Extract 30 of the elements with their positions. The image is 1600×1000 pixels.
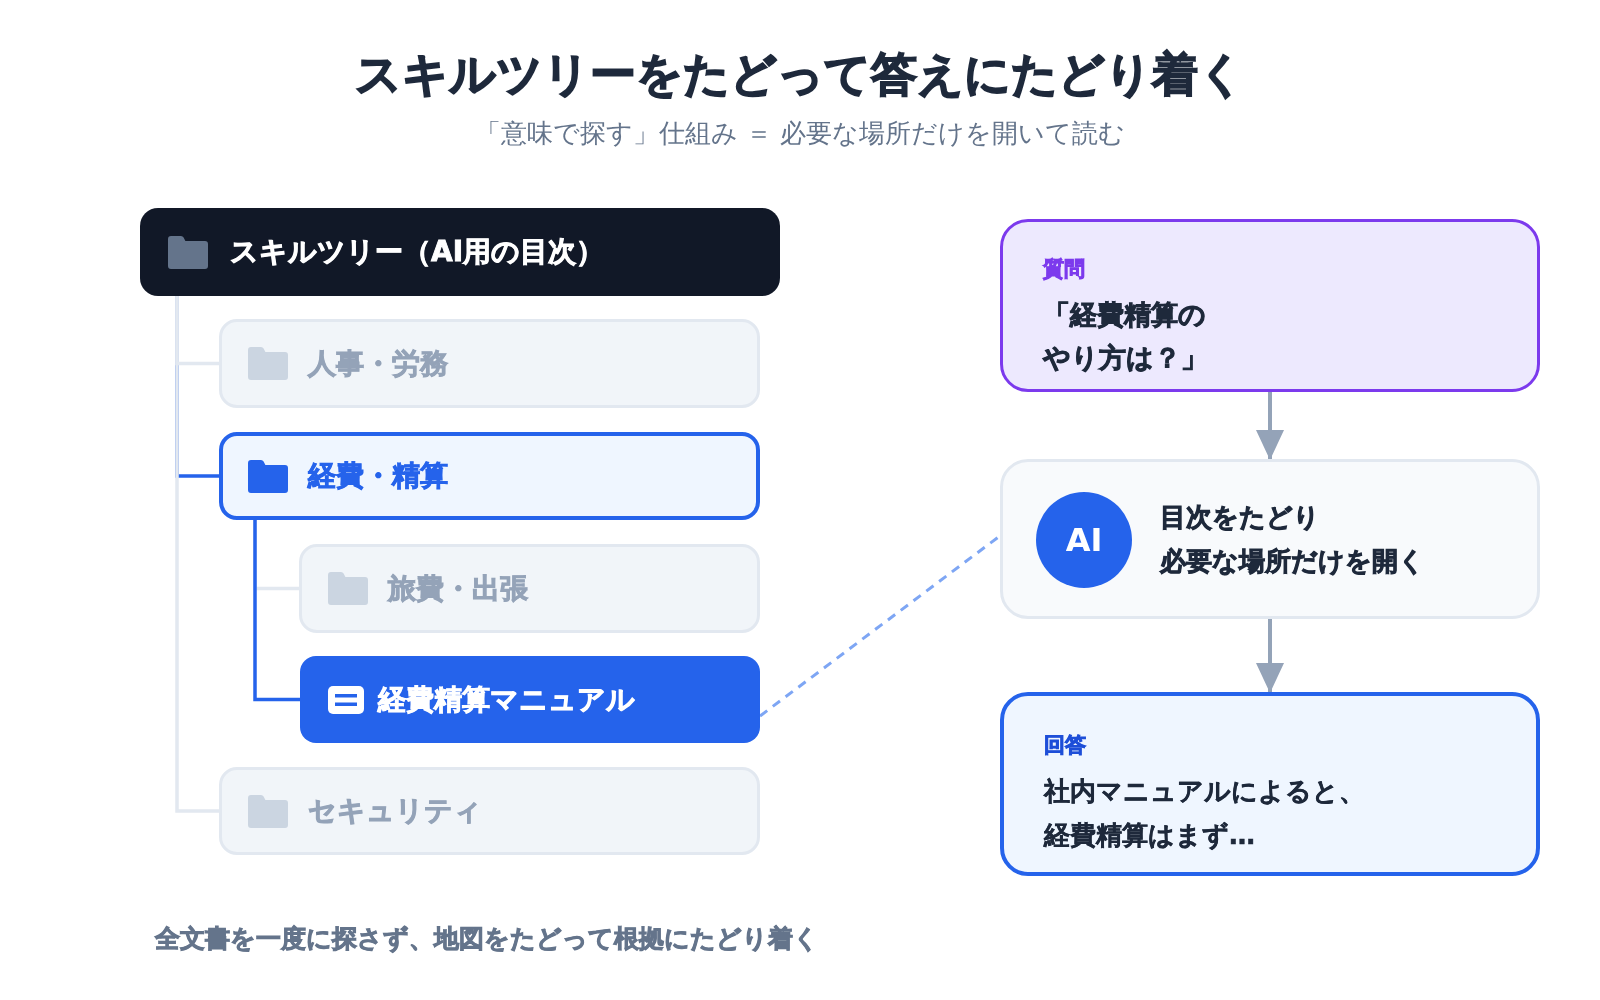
title: スキルツリーをたどって答えにたどり着く bbox=[355, 46, 1245, 103]
arrow bbox=[1256, 619, 1284, 693]
box-text: 社内マニュアルによると、経費精算はまず… bbox=[1044, 775, 1366, 853]
box-heading: 質問 bbox=[1043, 256, 1085, 283]
question-box bbox=[1000, 219, 1540, 392]
node-label: 旅費・出張 bbox=[388, 570, 528, 607]
category-box bbox=[219, 767, 760, 855]
category-box bbox=[299, 544, 760, 633]
box-text: 「経費精算のやり方は？」 bbox=[1043, 298, 1209, 376]
process-box bbox=[1000, 459, 1540, 619]
node-label: 人事・労務 bbox=[308, 345, 448, 382]
answer-box bbox=[1000, 692, 1540, 876]
category-box bbox=[219, 319, 760, 408]
arrow bbox=[1256, 392, 1284, 460]
dashed-connector bbox=[759, 534, 1001, 718]
box-text: 目次をたどり bbox=[1160, 500, 1320, 534]
tree-branch-line bbox=[175, 296, 219, 813]
subtitle: 「意味で探す」仕組み ＝ 必要な場所だけを開いて読む bbox=[474, 117, 1126, 150]
node-label: AI bbox=[1065, 521, 1103, 559]
tree-branch-line bbox=[253, 520, 300, 702]
node-label: スキルツリー（AI用の目次） bbox=[230, 234, 605, 270]
tree-header-bar bbox=[140, 208, 780, 296]
selected-category-box bbox=[219, 432, 760, 520]
node-label: 経費・精算 bbox=[308, 458, 448, 494]
box-text: 必要な場所だけを開く bbox=[1160, 545, 1425, 578]
document-box bbox=[300, 656, 760, 743]
node-label: セキュリティ bbox=[308, 793, 482, 829]
node-label: 経費精算マニュアル bbox=[378, 681, 635, 718]
box-heading: 回答 bbox=[1044, 732, 1086, 759]
caption: 全文書を一度に探さず、地図をたどって根拠にたどり着く bbox=[155, 923, 819, 955]
